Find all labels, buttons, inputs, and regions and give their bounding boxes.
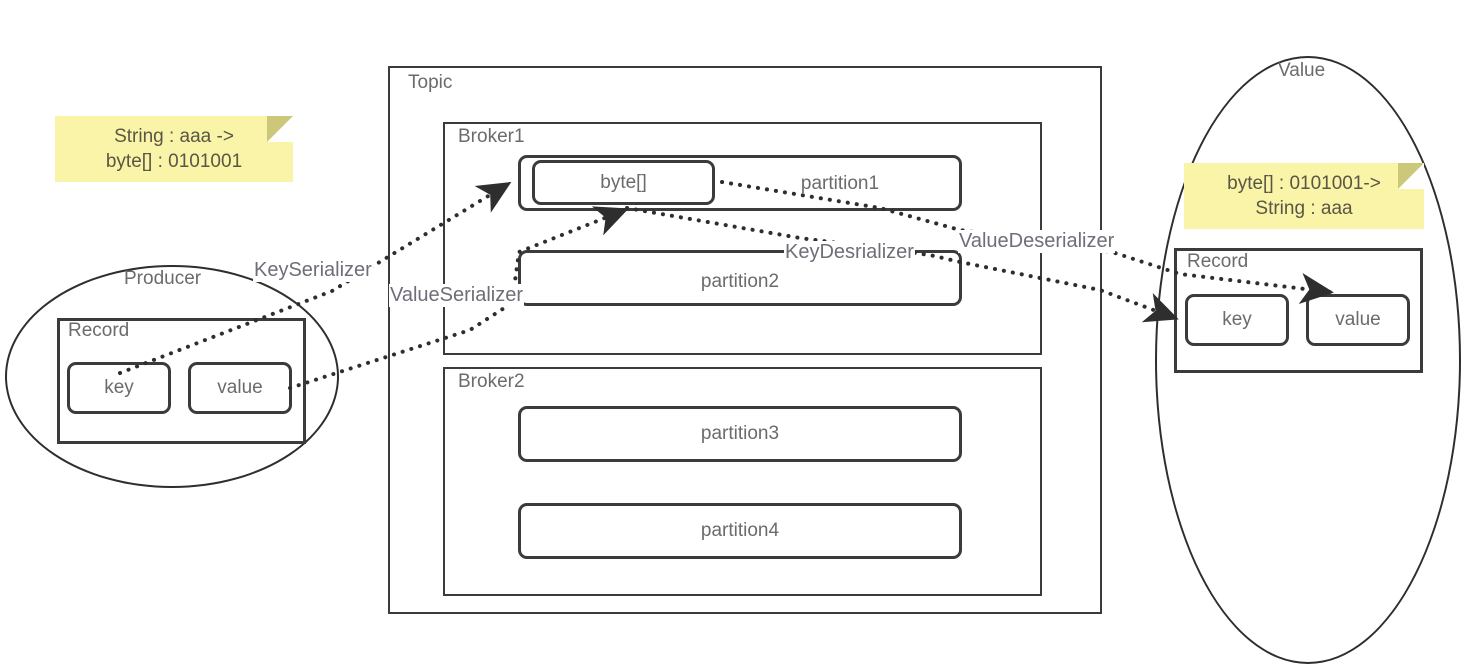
consumer-note-line1: byte[] : 0101001-> [1227, 172, 1381, 194]
consumer-value-label: value [1335, 309, 1381, 330]
producer-note-line1: String : aaa -> [114, 125, 234, 147]
producer-key-label: key [104, 377, 134, 398]
partition3-box [518, 406, 962, 462]
producer-record-label: Record [68, 320, 130, 341]
broker2-label: Broker2 [458, 371, 525, 392]
partition4-box [518, 503, 962, 559]
consumer-note: byte[] : 0101001-> String : aaa [1184, 163, 1424, 229]
note-fold-icon [267, 116, 293, 142]
consumer-record-label: Record [1187, 251, 1249, 272]
broker1-label: Broker1 [458, 126, 525, 147]
edge-label-value-deserializer: ValueDeserializer [958, 230, 1116, 253]
edge-label-key-serializer: KeySerializer [253, 259, 373, 282]
producer-note: String : aaa -> byte[] : 0101001 [55, 116, 293, 182]
edge-label-key-deserializer: KeyDesrializer [784, 241, 915, 264]
note-fold-icon [1398, 163, 1424, 189]
partition1-label: partition1 [800, 173, 880, 194]
consumer-value-box [1306, 294, 1410, 346]
consumer-ellipse [1155, 56, 1461, 664]
consumer-note-line2: String : aaa [1255, 198, 1353, 219]
producer-value-label: value [217, 377, 263, 398]
partition2-label: partition2 [700, 271, 780, 292]
broker2-box [443, 367, 1042, 596]
producer-label: Producer [124, 268, 202, 289]
consumer-key-label: key [1222, 309, 1252, 330]
partition3-label: partition3 [700, 423, 780, 444]
partition4-label: partition4 [700, 520, 780, 541]
topic-label: Topic [408, 72, 453, 93]
producer-note-line2: byte[] : 0101001 [105, 151, 243, 172]
edge-label-value-serializer: ValueSerializer [389, 284, 525, 307]
partition1-payload-label: byte[] [600, 172, 647, 193]
consumer-label: Value [1278, 60, 1326, 81]
consumer-key-box [1185, 294, 1289, 346]
partition1-payload-box [532, 160, 715, 205]
